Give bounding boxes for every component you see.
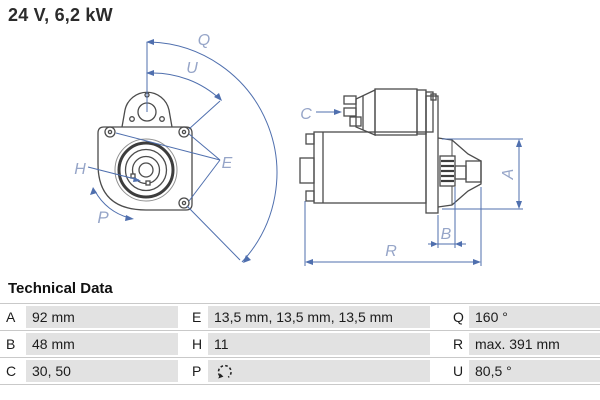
technical-data-section: Technical Data A 92 mm E 13,5 mm, 13,5 m… (0, 276, 600, 385)
table-row: B 48 mm H 11 R max. 391 mm (0, 330, 600, 357)
dimension-arrowheads (90, 39, 522, 265)
table-gap (430, 360, 447, 382)
table-gap (178, 306, 186, 328)
front-view (97, 91, 193, 211)
mounting-flange (97, 126, 193, 211)
cell-q-key: Q (447, 306, 469, 328)
cell-h-value: 11 (208, 333, 430, 355)
table-gap (430, 333, 447, 355)
cell-p-key: P (186, 360, 208, 382)
u-angle-arc (149, 72, 222, 101)
cell-a-value: 92 mm (26, 306, 178, 328)
cell-u-value: 80,5 ° (469, 360, 600, 382)
label-p: P (97, 208, 109, 227)
label-c: C (300, 106, 312, 123)
ccw-rotation-icon (217, 364, 232, 379)
label-e: E (222, 155, 233, 172)
dimension-labels: Q U E H P C A B R (74, 32, 517, 260)
table-row: A 92 mm E 13,5 mm, 13,5 mm, 13,5 mm Q 16… (0, 303, 600, 330)
table-row: C 30, 50 P U 80,5 ° (0, 357, 600, 385)
cell-u-key: U (447, 360, 469, 382)
cell-p-value (208, 360, 430, 382)
dimension-lines (87, 41, 523, 266)
cell-r-value: max. 391 mm (469, 333, 600, 355)
table-gap (430, 306, 447, 328)
flange-plate (425, 95, 439, 214)
label-u: U (186, 60, 198, 77)
cell-c-key: C (0, 360, 26, 382)
motor-body (313, 131, 427, 204)
solenoid-body (374, 88, 418, 136)
cell-e-value: 13,5 mm, 13,5 mm, 13,5 mm (208, 306, 430, 328)
q-angle-arc (149, 41, 278, 263)
cell-c-value: 30, 50 (26, 360, 178, 382)
cell-r-key: R (447, 333, 469, 355)
cell-e-key: E (186, 306, 208, 328)
power-spec-label: 24 V, 6,2 kW (8, 5, 113, 25)
terminal-stud (343, 95, 357, 105)
cell-h-key: H (186, 333, 208, 355)
solenoid-cone (355, 88, 376, 136)
label-h: H (74, 161, 86, 178)
cell-a-key: A (0, 306, 26, 328)
table-gap (178, 360, 186, 382)
label-b: B (441, 226, 452, 243)
table-gap (178, 333, 186, 355)
terminal-stud (343, 107, 357, 117)
technical-data-title: Technical Data (8, 280, 113, 297)
cell-b-key: B (0, 333, 26, 355)
side-view (299, 88, 482, 214)
technical-drawing: Q U E H P C A B R (74, 32, 523, 266)
cell-b-value: 48 mm (26, 333, 178, 355)
label-a: A (500, 169, 517, 181)
cell-q-value: 160 ° (469, 306, 600, 328)
label-q: Q (198, 32, 210, 49)
label-r: R (385, 243, 397, 260)
